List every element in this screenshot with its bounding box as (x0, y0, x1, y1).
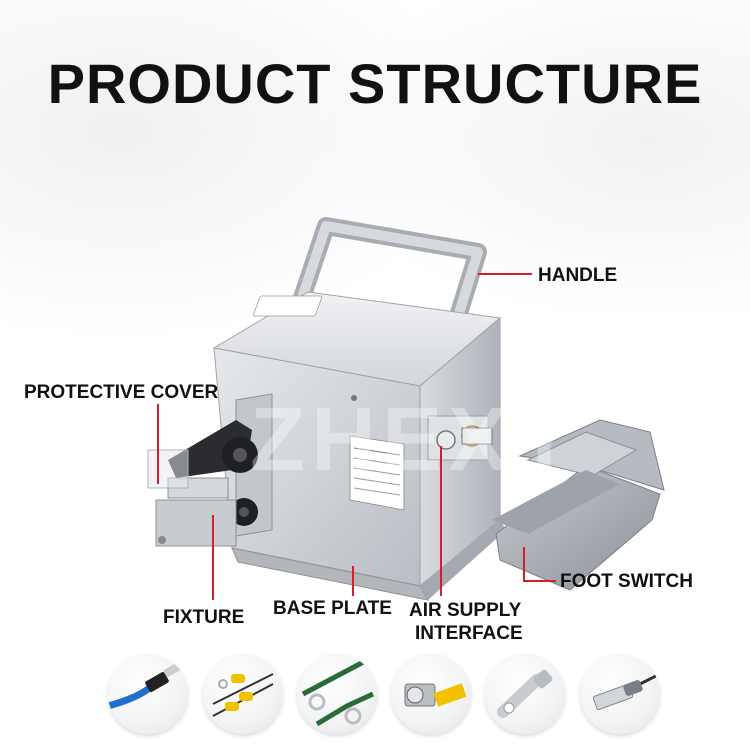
air-supply-label-line2: INTERFACE (415, 623, 523, 644)
terminal-examples-row (0, 648, 750, 746)
fixture-label: FIXTURE (163, 607, 245, 628)
protective-cover-label: PROTECTIVE COVER (24, 382, 219, 403)
page-title: PRODUCT STRUCTURE (47, 52, 703, 115)
handle-label: HANDLE (538, 265, 618, 286)
air-supply-label-line1: AIR SUPPLY (409, 600, 522, 621)
air-supply-interface (427, 415, 493, 461)
spade-connector-icon (580, 654, 660, 734)
fixture-assembly (147, 393, 273, 547)
copper-lug-icon (485, 654, 565, 734)
leader-lines (157, 273, 556, 600)
foot-switch (492, 419, 665, 591)
coax-connector-icon (391, 654, 471, 734)
base-plate-label: BASE PLATE (273, 598, 392, 619)
foot-switch-label: FOOT SWITCH (560, 571, 693, 592)
yellow-insulated-terminals-icon (203, 654, 283, 734)
watermark: ZHEXY (250, 390, 580, 490)
foot-switch-leader (523, 547, 556, 582)
blue-wire-ferrule-icon (108, 654, 188, 734)
ring-terminal-wires-icon (297, 654, 377, 734)
